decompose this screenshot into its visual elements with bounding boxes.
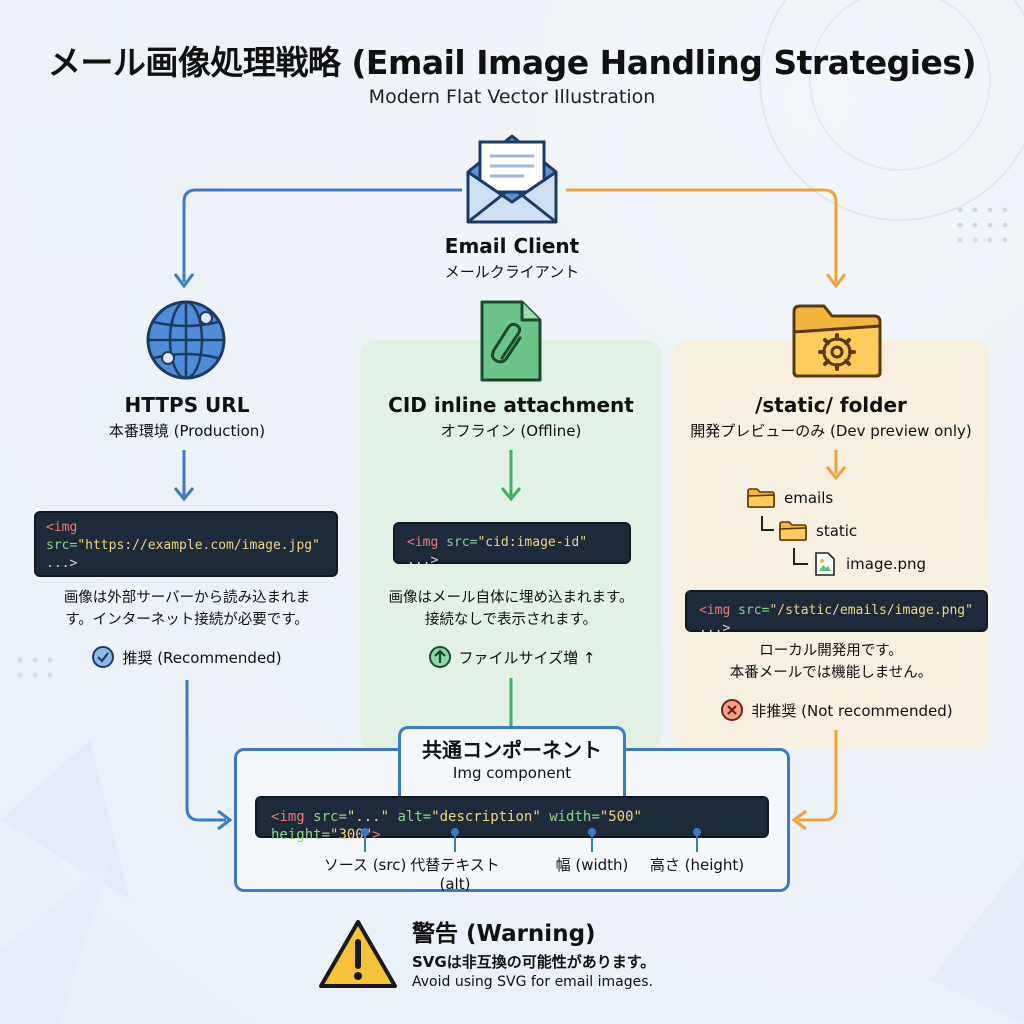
- static-to-common-arrow: [798, 730, 838, 822]
- static-description: ローカル開発用です。 本番メールでは機能しません。: [676, 640, 986, 684]
- tree-root-label: emails: [784, 489, 834, 507]
- code-attr: src=: [738, 603, 770, 618]
- src-attr: src=: [313, 809, 347, 825]
- https-badge-label: 推奨 (Recommended): [122, 648, 282, 667]
- page-title: メール画像処理戦略 (Email Image Handling Strategi…: [47, 43, 977, 82]
- code-tag: <img: [271, 809, 314, 825]
- code-value: "cid:image-id": [477, 535, 588, 550]
- tree-child-label: static: [816, 522, 858, 540]
- src-label: ソース (src): [323, 856, 407, 874]
- code-end: ...>: [699, 621, 731, 636]
- alt-value: "description": [431, 809, 541, 825]
- common-component-tab: [398, 726, 626, 796]
- width-label: 幅 (width): [555, 856, 629, 874]
- static-desc-line1: ローカル開発用です。: [759, 643, 903, 659]
- https-subtitle: 本番環境 (Production): [108, 422, 266, 440]
- height-attr: height=: [271, 827, 331, 843]
- code-attr: src=: [46, 538, 78, 553]
- height-label: 高さ (height): [649, 856, 745, 874]
- https-desc-line2: す。インターネット接続が必要です。: [65, 612, 309, 628]
- code-value: "/static/emails/image.png": [769, 603, 973, 618]
- warning-line1: SVGは非互換の可能性があります。: [412, 953, 656, 971]
- width-attr: width=: [540, 809, 600, 825]
- client-title: Email Client: [444, 234, 580, 258]
- check-circle-icon: [92, 646, 115, 668]
- globe-icon: [144, 298, 228, 382]
- https-badge: 推奨 (Recommended): [60, 645, 314, 669]
- https-to-common-arrow: [185, 680, 226, 822]
- alt-label: 代替テキスト (alt): [410, 856, 500, 893]
- cid-badge: ファイルサイズ増 ↑: [392, 645, 632, 669]
- alt-attr: alt=: [389, 809, 432, 825]
- cid-desc-line2: 接続なしで表示されます。: [424, 612, 598, 628]
- static-panel: [672, 340, 990, 750]
- https-description: 画像は外部サーバーから読み込まれま す。インターネット接続が必要です。: [30, 587, 344, 631]
- warning-title: 警告 (Warning): [412, 921, 596, 947]
- static-desc-line2: 本番メールでは機能しません。: [729, 665, 933, 681]
- code-end: >: [372, 827, 381, 843]
- https-title: HTTPS URL: [124, 393, 250, 417]
- cid-badge-label: ファイルサイズ増 ↑: [458, 648, 596, 667]
- code-tag: <img: [407, 535, 447, 550]
- src-value: "...": [346, 809, 390, 825]
- image-file-icon: [815, 552, 835, 576]
- code-tag: <img: [699, 603, 739, 618]
- common-title: 共通コンポーネント: [422, 738, 602, 762]
- envelope-icon: [462, 128, 562, 226]
- folder-tree-lines: [761, 516, 808, 565]
- static-code-block: <img src="/static/emails/image.png" ...>: [685, 590, 988, 636]
- up-arrow-circle-icon: [428, 646, 451, 668]
- x-circle-icon: [721, 699, 744, 721]
- cid-title: CID inline attachment: [388, 393, 634, 417]
- tree-item-image: image.png: [814, 550, 926, 578]
- tree-file-label: image.png: [846, 555, 927, 573]
- code-attr: src=: [446, 535, 478, 550]
- code-end: ...>: [407, 553, 439, 568]
- static-badge: 非推奨 (Not recommended): [700, 698, 974, 722]
- cid-desc-line1: 画像はメール自体に埋め込まれます。: [388, 590, 634, 606]
- folder-icon: [747, 488, 775, 508]
- gear-folder-icon: [790, 302, 884, 380]
- common-subtitle: Img component: [452, 764, 572, 782]
- code-end: ...>: [46, 556, 78, 571]
- width-value: "500": [599, 809, 642, 825]
- client-subtitle: メールクライアント: [444, 263, 580, 281]
- page-subtitle: Modern Flat Vector Illustration: [368, 86, 656, 108]
- https-desc-line1: 画像は外部サーバーから読み込まれま: [63, 590, 311, 606]
- paperclip-file-icon: [478, 298, 544, 384]
- tree-item-emails: emails: [746, 486, 833, 510]
- cid-code-block: <img src="cid:image-id" ...>: [393, 522, 631, 568]
- warning-line2: Avoid using SVG for email images.: [412, 974, 653, 990]
- cid-description: 画像はメール自体に埋め込まれます。 接続なしで表示されます。: [362, 587, 660, 631]
- folder-icon: [779, 521, 807, 541]
- common-code-block: <img src="..." alt="description" width="…: [255, 796, 769, 843]
- client-to-https-arrow: [182, 188, 462, 282]
- https-code-block: <img src="https://example.com/image.jpg"…: [34, 511, 338, 577]
- static-subtitle: 開発プレビューのみ (Dev preview only): [690, 422, 972, 440]
- warning-triangle-icon: [318, 918, 398, 990]
- code-value: "https://example.com/image.jpg": [77, 538, 320, 553]
- code-tag: <img: [46, 520, 78, 535]
- tree-item-static: static: [778, 519, 857, 543]
- static-title: /static/ folder: [755, 393, 907, 417]
- cid-subtitle: オフライン (Offline): [440, 422, 582, 440]
- client-to-static-arrow: [566, 188, 838, 282]
- static-badge-label: 非推奨 (Not recommended): [751, 701, 953, 720]
